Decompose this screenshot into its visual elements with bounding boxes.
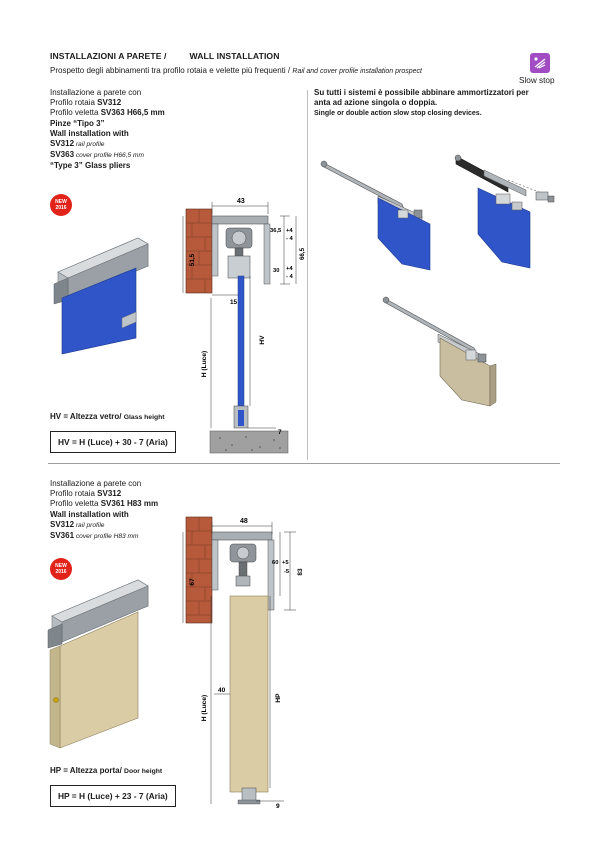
s1-line1: Installazione a parete con bbox=[50, 88, 142, 97]
dim-15: 15 bbox=[230, 299, 238, 306]
dim-48: 48 bbox=[240, 518, 248, 525]
subtitle-italian: Prospetto degli abbinamenti tra profilo … bbox=[50, 66, 291, 75]
dim-51-5: 51,5 bbox=[189, 253, 196, 266]
glass-rail-3d-illustration bbox=[53, 237, 149, 355]
section2-technical-drawing: 48 60 +5 -5 83 67 40 HP H (Luce) 9 bbox=[182, 516, 304, 810]
dim-30: 30 bbox=[273, 268, 279, 274]
slow-stop-description: Su tutti i sistemi è possibile abbinare … bbox=[314, 88, 529, 119]
s2-line1: Installazione a parete con bbox=[50, 479, 142, 488]
hv-definition: HV = Altezza vetro/ Glass height bbox=[50, 412, 165, 421]
dim-minus4-b: - 4 bbox=[286, 274, 294, 280]
dim-plus5: +5 bbox=[282, 560, 289, 566]
section2-description: Installazione a parete con Profilo rotai… bbox=[50, 479, 158, 542]
wood-door-rail-3d-illustration bbox=[47, 579, 149, 749]
s2-line3: Profilo veletta SV361 H83 mm bbox=[50, 499, 159, 509]
s1-line6: SV312 rail profile bbox=[50, 139, 105, 149]
dim-60: 60 bbox=[272, 560, 278, 566]
dim-minus5: -5 bbox=[284, 569, 290, 575]
page-subtitle: Prospetto degli abbinamenti tra profilo … bbox=[50, 66, 422, 75]
hv-formula: HV = H (Luce) + 30 - 7 (Aria) bbox=[50, 431, 176, 453]
title-italian: INSTALLAZIONI A PARETE / bbox=[50, 51, 167, 61]
s1-line4: Pinze “Tipo 3” bbox=[50, 118, 105, 128]
section1-description: Installazione a parete con Profilo rotai… bbox=[50, 88, 165, 172]
slow-stop-device-glass-b bbox=[454, 154, 555, 269]
page-title: INSTALLAZIONI A PARETE / WALL INSTALLATI… bbox=[50, 51, 280, 61]
right-line3: Single or double action slow stop closin… bbox=[314, 109, 482, 117]
s1-line3: Profilo veletta SV363 H66,5 mm bbox=[50, 108, 165, 118]
s1-line5: Wall installation with bbox=[50, 128, 129, 138]
dim-plus4-a: +4 bbox=[286, 228, 293, 234]
right-line1: Su tutti i sistemi è possibile abbinare … bbox=[314, 88, 529, 97]
dim-43: 43 bbox=[237, 198, 245, 205]
right-line2: anta ad azione singola o doppia. bbox=[314, 98, 438, 108]
slow-stop-device-wood bbox=[382, 296, 497, 407]
dim-h-luce-2: H (Luce) bbox=[201, 695, 208, 721]
dim-7: 7 bbox=[278, 429, 282, 436]
column-divider bbox=[307, 90, 308, 460]
wooden-door-panel bbox=[229, 595, 269, 793]
s2-line4: Wall installation with bbox=[50, 509, 129, 519]
door-handle-icon bbox=[53, 697, 59, 703]
dim-plus4-b: +4 bbox=[286, 266, 293, 272]
s2-line6: SV361 cover profile H83 mm bbox=[50, 531, 139, 541]
dim-83: 83 bbox=[297, 568, 304, 576]
dim-36-5: 36,5 bbox=[270, 228, 282, 234]
dim-minus4-a: - 4 bbox=[286, 236, 294, 242]
s1-line7: SV363 cover profile H66,5 mm bbox=[50, 150, 145, 160]
s1-line2: Profilo rotaia SV312 bbox=[50, 98, 122, 108]
subtitle-english: Rail and cover profile installation pros… bbox=[292, 68, 422, 75]
rail-profile-2 bbox=[211, 531, 273, 541]
section-divider bbox=[48, 463, 560, 464]
dim-67: 67 bbox=[189, 578, 196, 586]
dim-9: 9 bbox=[276, 803, 280, 810]
s2-line5: SV312 rail profile bbox=[50, 519, 105, 529]
hp-definition: HP = Altezza porta/ Door height bbox=[50, 766, 163, 775]
dim-h-luce: H (Luce) bbox=[201, 351, 208, 377]
cover-profile bbox=[263, 223, 271, 285]
slow-stop-label: Slow stop bbox=[519, 76, 555, 85]
glass-panel bbox=[237, 275, 245, 413]
floor bbox=[209, 430, 289, 454]
dim-hp: HP bbox=[275, 693, 282, 703]
hp-formula: HP = H (Luce) + 23 - 7 (Aria) bbox=[50, 785, 176, 807]
glass-pliers bbox=[227, 255, 251, 279]
dim-hv: HV bbox=[259, 335, 266, 345]
s1-line8: “Type 3” Glass pliers bbox=[50, 161, 131, 171]
section1-technical-drawing: 43 36,5 +4 - 4 66,5 30 +4 - 4 51,5 15 HV… bbox=[182, 198, 306, 454]
s2-line2: Profilo rotaia SV312 bbox=[50, 489, 122, 499]
cover-profile-2 bbox=[267, 539, 275, 611]
rail-profile bbox=[211, 215, 269, 225]
dim-40: 40 bbox=[218, 687, 226, 694]
title-english: WALL INSTALLATION bbox=[189, 51, 280, 61]
slow-stop-icon bbox=[530, 53, 550, 73]
slow-stop-device-glass-a bbox=[320, 160, 431, 271]
dim-66-5: 66,5 bbox=[299, 247, 306, 260]
